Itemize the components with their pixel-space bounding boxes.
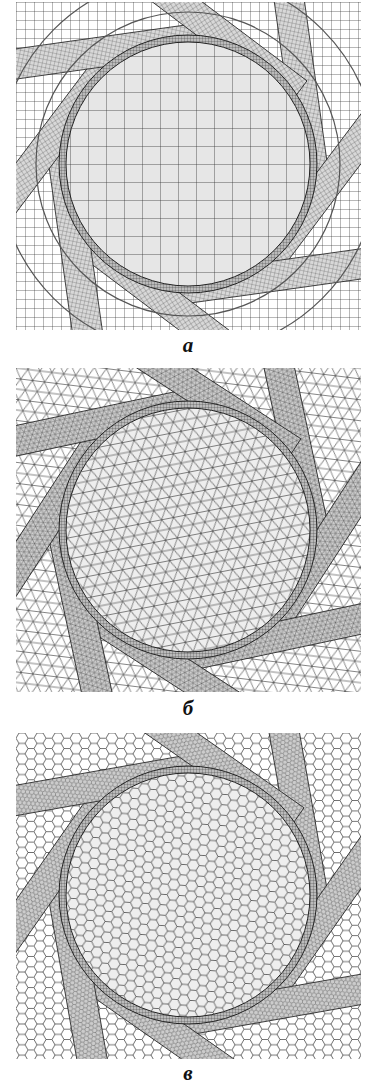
polyhedral-mesh-panel [16,733,361,1059]
cartesian-mesh-panel [16,2,361,330]
panel-label-holder: а [158,334,218,357]
panel-label-holder: б [158,697,218,720]
panel-label-holder: в [158,1062,218,1085]
panel-label: в [180,1061,195,1085]
panel-label: б [180,696,196,720]
tetrahedral-mesh-panel [16,368,361,692]
panel-label: а [180,333,197,357]
